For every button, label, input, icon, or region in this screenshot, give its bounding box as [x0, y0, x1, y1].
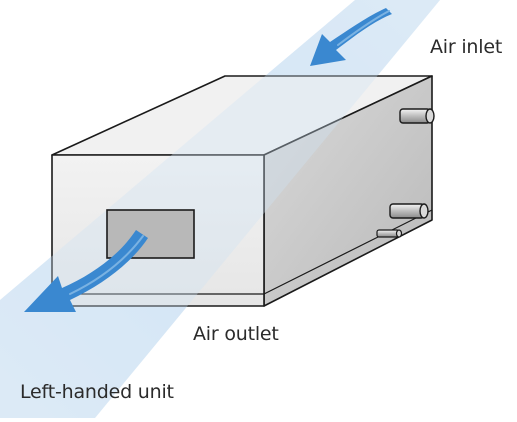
pipe-icon — [399, 108, 435, 124]
outlet-arrow-icon — [24, 230, 148, 312]
air-outlet-label: Air outlet — [193, 323, 279, 345]
airflow-band-overlay — [0, 0, 440, 418]
inlet-arrow-shade — [337, 10, 390, 46]
outlet-arrow-shade — [69, 235, 144, 295]
air-inlet-label: Air inlet — [430, 36, 503, 58]
pipe-icon — [376, 229, 403, 238]
pipe-icon — [389, 203, 429, 219]
caption-label: Left-handed unit — [20, 381, 174, 403]
side-base-line — [263, 209, 433, 295]
